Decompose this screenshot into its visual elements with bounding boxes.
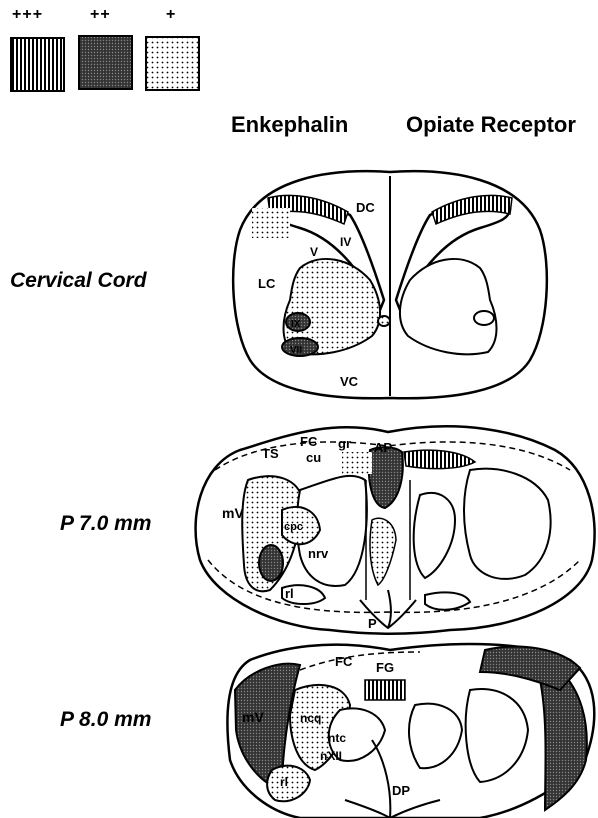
label-v: V: [310, 245, 318, 259]
label-p8-ncq: ncq: [300, 711, 321, 725]
label-p7-fc: FC: [300, 434, 318, 449]
label-ix: IX: [291, 319, 301, 330]
label-p8-nxii: nXII: [320, 749, 342, 763]
label-p7-rl: rl: [285, 586, 294, 601]
label-p7-nrv: nrv: [308, 546, 329, 561]
row-label-p7: P 7.0 mm: [60, 512, 151, 536]
label-p8-dp: DP: [392, 783, 410, 798]
legend-box-medium: [79, 36, 132, 89]
label-lc: LC: [258, 276, 276, 291]
legend-box-strong: [11, 38, 64, 91]
column-heading-enkephalin: Enkephalin: [231, 112, 348, 138]
label-p7-gr: gr: [338, 436, 351, 451]
p8-section: [227, 644, 594, 818]
p7-section: [196, 426, 595, 633]
label-p7-p: P: [368, 616, 377, 631]
p8-center-hatch: [365, 680, 405, 700]
label-p7-ts: TS: [262, 446, 279, 461]
column-heading-opiate-receptor: Opiate Receptor: [406, 112, 576, 138]
label-dc: DC: [356, 200, 375, 215]
p7-left-dense-spot: [259, 545, 283, 581]
label-p7-mv: mV: [222, 505, 244, 521]
label-p8-rl: rl: [280, 775, 288, 789]
label-p8-fc: FC: [335, 654, 353, 669]
label-vc: VC: [340, 374, 359, 389]
label-vii: VII: [290, 345, 302, 356]
label-p7-cpc: cpc: [284, 521, 303, 533]
legend-box-weak: [146, 37, 199, 90]
label-p8-fg: FG: [376, 660, 394, 675]
label-p8-mv: mV: [242, 709, 264, 725]
cervical-central-canal: [378, 316, 390, 326]
cervical-cord-section: [233, 171, 547, 398]
label-iv: IV: [340, 235, 351, 249]
p7-area-postrema: [369, 447, 403, 508]
row-label-p8: P 8.0 mm: [60, 708, 151, 732]
label-p8-ntc: ntc: [328, 731, 346, 745]
label-p7-ap: AP: [374, 440, 392, 455]
row-label-cervical-cord: Cervical Cord: [10, 269, 147, 293]
p8-left-rl: [267, 766, 310, 802]
p8-right-dense-band: [540, 670, 587, 810]
label-p7-cu: cu: [306, 450, 321, 465]
